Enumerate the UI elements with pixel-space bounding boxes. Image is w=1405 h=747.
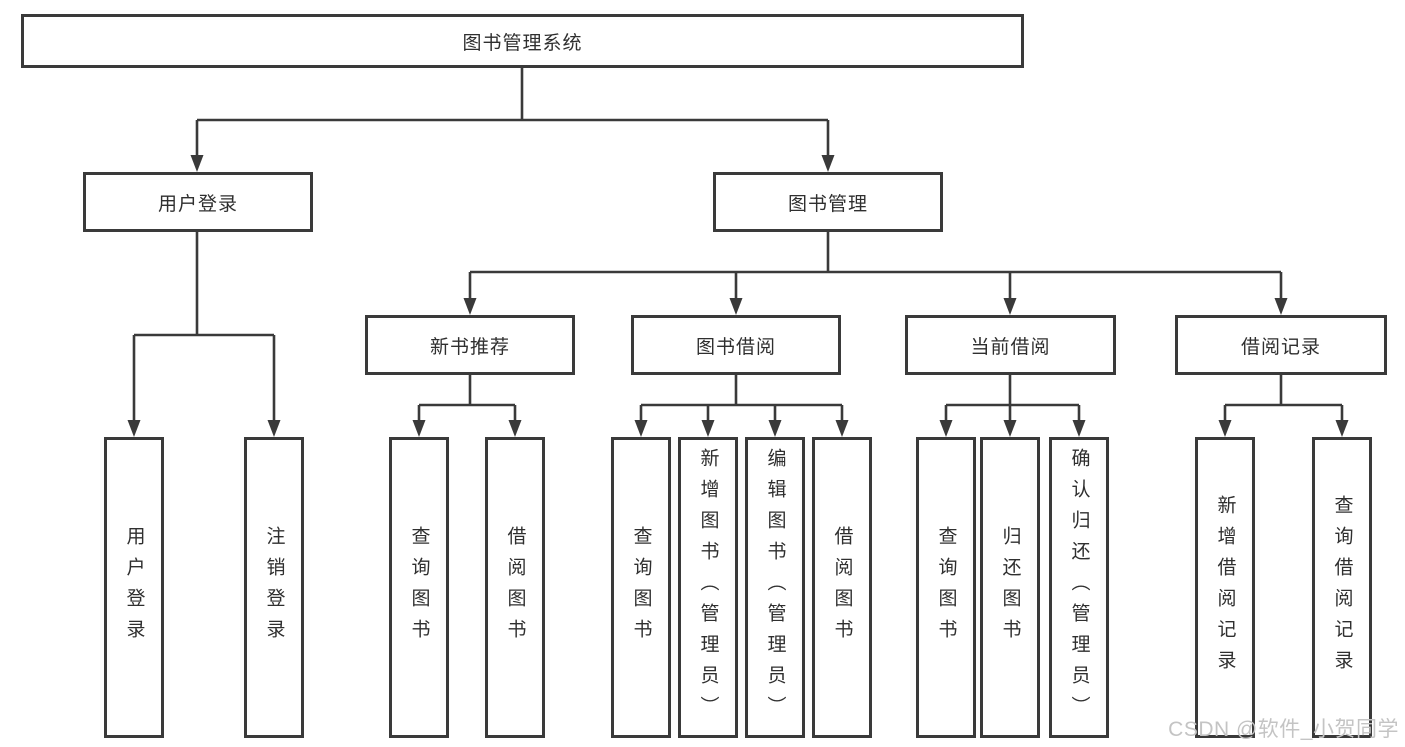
leaf-logout: 注销登录: [244, 437, 304, 738]
leaf-user-login: 用户登录: [104, 437, 164, 738]
node-label: 新书推荐: [429, 336, 510, 358]
node-new-book-recommend: 新书推荐: [365, 315, 575, 375]
node-label: 新增借阅记录: [1214, 494, 1236, 681]
leaf-query-books-recommend: 查询图书: [389, 437, 449, 738]
node-label: 当前借阅: [970, 336, 1051, 358]
leaf-borrow-books-recommend: 借阅图书: [485, 437, 545, 738]
node-book-management: 图书管理: [713, 172, 943, 232]
leaf-add-borrow-record: 新增借阅记录: [1195, 437, 1255, 738]
node-book-borrow: 图书借阅: [631, 315, 841, 375]
node-label: 图书管理系统: [462, 32, 583, 54]
node-label: 查询图书: [408, 525, 430, 650]
node-borrow-records: 借阅记录: [1175, 315, 1387, 375]
node-label: 借阅图书: [831, 525, 853, 650]
node-current-borrow: 当前借阅: [905, 315, 1116, 375]
leaf-edit-book-admin: 编辑图书（管理员）: [745, 437, 805, 738]
node-root: 图书管理系统: [21, 14, 1024, 68]
node-label: 用户登录: [123, 525, 145, 650]
node-label: 新增图书（管理员）: [697, 448, 719, 727]
node-label: 编辑图书（管理员）: [764, 448, 786, 727]
node-label: 确认归还（管理员）: [1068, 448, 1090, 727]
node-label: 借阅图书: [504, 525, 526, 650]
node-label: 图书管理: [787, 193, 868, 215]
node-label: 图书借阅: [695, 336, 776, 358]
node-label: 注销登录: [263, 525, 285, 650]
csdn-watermark: CSDN @软件_小贺同学: [1168, 718, 1399, 741]
leaf-query-borrow-record: 查询借阅记录: [1312, 437, 1372, 738]
node-label: 查询图书: [630, 525, 652, 650]
node-label: 查询借阅记录: [1331, 494, 1353, 681]
leaf-borrow-books: 借阅图书: [812, 437, 872, 738]
node-label: 查询图书: [935, 525, 957, 650]
node-label: 借阅记录: [1240, 336, 1321, 358]
leaf-query-books-current: 查询图书: [916, 437, 976, 738]
connector-lines: [132, 68, 1344, 422]
connector-arrowheads: [127, 155, 1349, 437]
leaf-confirm-return-admin: 确认归还（管理员）: [1049, 437, 1109, 738]
leaf-query-books-borrow: 查询图书: [611, 437, 671, 738]
leaf-return-books: 归还图书: [980, 437, 1040, 738]
node-label: 用户登录: [157, 193, 238, 215]
leaf-add-book-admin: 新增图书（管理员）: [678, 437, 738, 738]
node-label: 归还图书: [999, 525, 1021, 650]
node-user-login: 用户登录: [83, 172, 313, 232]
